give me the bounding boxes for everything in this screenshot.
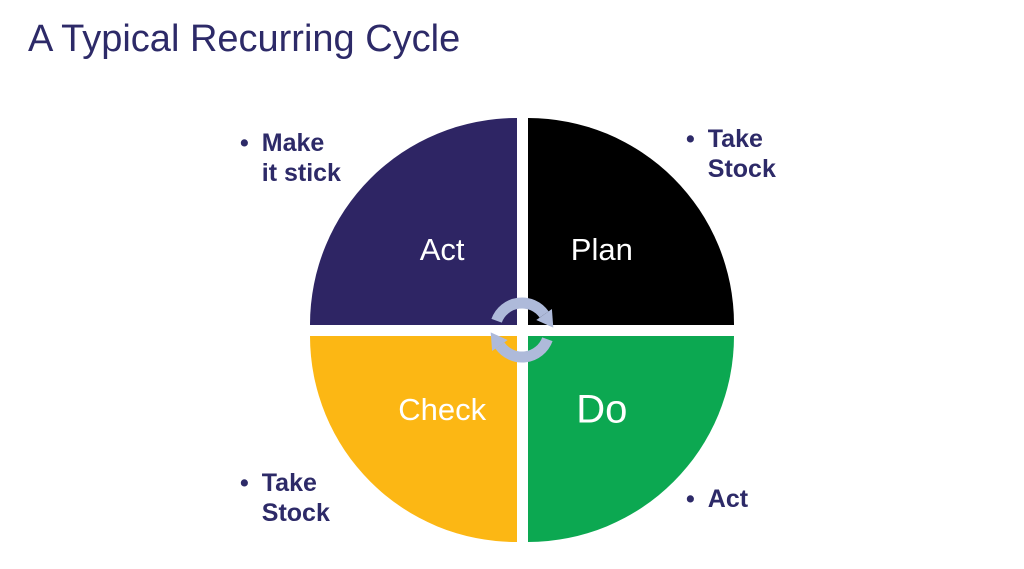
cycle-bottom-arrowhead — [490, 332, 508, 351]
bullet-icon: • — [686, 125, 695, 153]
annotation-act: • Act — [686, 484, 748, 514]
annotation-line: Make — [261, 129, 325, 157]
annotation-line: Take — [707, 125, 763, 153]
annotation-line: it stick — [261, 159, 341, 187]
quadrant-act-label: Act — [419, 232, 465, 268]
cycle-top-arc — [491, 297, 549, 324]
annotation-text: Make it stick — [262, 128, 341, 188]
quadrant-check-label: Check — [398, 391, 487, 427]
bullet-icon: • — [686, 485, 695, 513]
cycle-top-arrowhead — [536, 309, 554, 328]
annotation-line: Take — [261, 469, 317, 497]
quadrant-do-label: Do — [576, 387, 628, 432]
annotation-line: Stock — [707, 155, 776, 183]
pdca-cycle-diagram: Act Plan Check Do — [310, 118, 734, 542]
cycle-arrows-clockwise-icon — [490, 297, 554, 363]
bullet-icon: • — [240, 129, 249, 157]
slide-title: A Typical Recurring Cycle — [28, 18, 461, 60]
annotation-take-stock-top: • Take Stock — [686, 124, 776, 184]
annotation-text: Act — [708, 484, 748, 514]
annotation-text: Take Stock — [262, 468, 330, 528]
quadrant-plan-label: Plan — [570, 232, 633, 268]
annotation-line: Stock — [261, 499, 330, 527]
annotation-make-it-stick: • Make it stick — [240, 128, 341, 188]
annotation-take-stock-bottom: • Take Stock — [240, 468, 330, 528]
bullet-icon: • — [240, 469, 249, 497]
annotation-text: Take Stock — [708, 124, 776, 184]
annotation-line: Act — [707, 485, 749, 513]
cycle-bottom-arc — [495, 336, 553, 363]
